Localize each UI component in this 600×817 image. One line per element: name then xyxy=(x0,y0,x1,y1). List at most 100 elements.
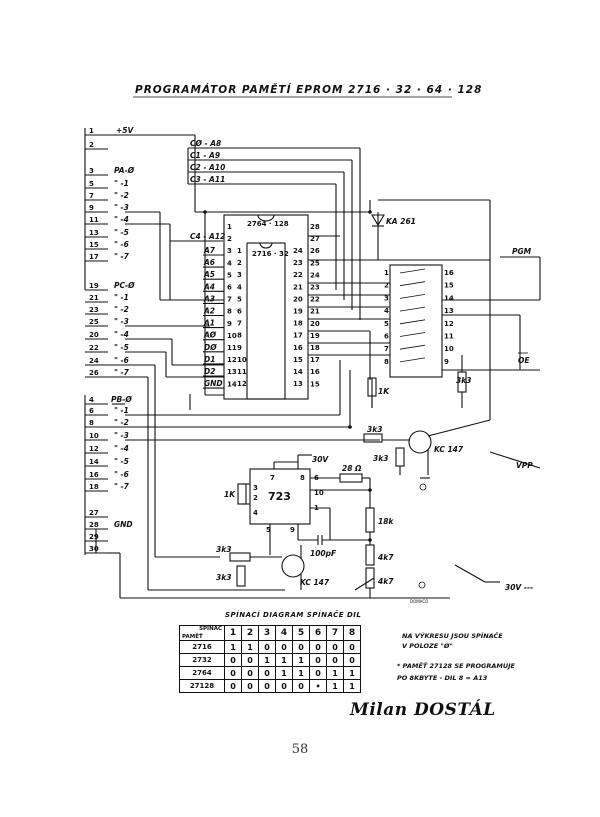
pb-label: " -2 xyxy=(114,418,129,427)
label-5v: +5V xyxy=(116,126,135,135)
switch-pin-left: 7 xyxy=(384,345,389,353)
pc-label: " -4 xyxy=(114,330,129,339)
switch-pin-right: 12 xyxy=(444,320,454,328)
table-cell: 0 xyxy=(343,640,361,654)
col-header: 7 xyxy=(326,625,344,641)
chip-pin-left-outer: 14 xyxy=(227,380,237,388)
pb-pin: 8 xyxy=(89,419,94,427)
pa-pin: 3 xyxy=(89,167,94,175)
resistor-3k3-e: 3k3 xyxy=(216,573,231,582)
chip-pin-right-inner: 16 xyxy=(293,344,303,352)
chip-pin-right-outer: 22 xyxy=(310,296,320,304)
resistor-3k3-switch: 3k3 xyxy=(456,376,471,385)
gnd-pin: 30 xyxy=(89,545,99,553)
capacitor-100pf: 100pF xyxy=(310,549,337,558)
ic723-pin: 3 xyxy=(253,484,258,492)
chip-name-top: 2764 · 128 xyxy=(247,220,289,228)
signature: Milan DOSTÁL xyxy=(350,700,496,720)
chip-pin-left-outer: 3 xyxy=(227,247,232,255)
pc-label: " -6 xyxy=(114,356,129,365)
table-cell: 1 xyxy=(275,653,293,667)
table-cell: 0 xyxy=(224,666,242,680)
pa-label: " -7 xyxy=(114,252,130,261)
chip-pin-right-outer: 18 xyxy=(310,344,320,352)
pa-label: " -1 xyxy=(114,179,129,188)
ic723-label: 723 xyxy=(268,490,291,503)
diode-ka261: KA 261 xyxy=(369,199,491,420)
chip-pin-left-outer: 10 xyxy=(227,332,237,340)
pb-pin: 18 xyxy=(89,483,99,491)
table-cell: 0 xyxy=(275,640,293,654)
chip-signal-label: DØ xyxy=(204,343,217,352)
table-cell: 0 xyxy=(241,653,259,667)
table-cell: 1 xyxy=(326,679,344,693)
row-label: 2732 xyxy=(179,653,225,667)
chip-pin-right-inner: 14 xyxy=(293,368,303,376)
chip-signal-label: A5 xyxy=(203,270,215,279)
chip-pin-left-outer: 1 xyxy=(227,223,232,231)
table-cell: 1 xyxy=(241,640,259,654)
pb-group: 4 PB-Ø 6 " -1 8 " -2 10 " -3 12 " -4 14 … xyxy=(85,395,132,492)
table-cell: 1 xyxy=(292,666,310,680)
chip-signal-label: A1 xyxy=(203,319,215,328)
chip-pin-right-inner: 23 xyxy=(293,259,303,267)
pin-num-2: 2 xyxy=(89,141,94,149)
pa-label: " -4 xyxy=(114,215,129,224)
table-cell: 0 xyxy=(258,640,276,654)
table-corner: SPÍNAČ PAMĚŤ xyxy=(179,625,225,641)
resistor-1k-switch: 1K xyxy=(378,387,390,396)
pb-pin: 10 xyxy=(89,432,99,440)
pc-pin: 19 xyxy=(89,282,99,290)
table-cell: 0 xyxy=(258,679,276,693)
switch-pin-right: 13 xyxy=(444,307,454,315)
pc-pin: 22 xyxy=(89,344,99,352)
table-cell: 0 xyxy=(241,666,259,680)
chip-pin-right-inner: 22 xyxy=(293,271,303,279)
ic723-pin: 8 xyxy=(300,474,305,482)
chip-pin-right-inner: 21 xyxy=(293,283,303,291)
label-30v: 30V xyxy=(312,455,329,464)
pc-label: PC-Ø xyxy=(114,281,135,290)
chip-pin-left-outer: 6 xyxy=(227,284,232,292)
chip-pin-right-outer: 21 xyxy=(310,308,320,316)
ic723-pin: 5 xyxy=(266,526,271,534)
switch-pin-right: 16 xyxy=(444,269,454,277)
table-cell: 0 xyxy=(309,653,327,667)
gnd-group: 27 28 GND 29 30 xyxy=(85,509,133,554)
switch-contact xyxy=(399,268,426,274)
chip-signal-label: A7 xyxy=(203,246,216,255)
table-cell: 0 xyxy=(326,640,344,654)
switch-pin-left: 1 xyxy=(384,269,389,277)
regulator-723: 723 7 8 3 2 4 6 10 1 5 9 30V 1K 28 Ω 18k… xyxy=(216,454,533,604)
table-cell: 1 xyxy=(292,653,310,667)
bus-label-c2: C2 - A10 xyxy=(190,163,225,172)
chip-pin-right-outer: 20 xyxy=(310,320,320,328)
transistor-kc147-bottom xyxy=(281,554,305,578)
resistor-3k3-b: 3k3 xyxy=(367,425,382,434)
pa-pin: 13 xyxy=(89,229,99,237)
transistor-label-2: KC 147 xyxy=(300,578,330,587)
pa-label: " -3 xyxy=(114,203,129,212)
chip-pin-right-outer: 15 xyxy=(310,380,320,388)
chip-signal-label: D1 xyxy=(204,355,215,364)
chip-pin-right-inner: 20 xyxy=(293,295,303,303)
bus-label-c4: C4 - A12 xyxy=(190,232,225,241)
switch-contact xyxy=(399,319,426,325)
gnd-pin: 27 xyxy=(89,509,99,517)
pa-pin: 9 xyxy=(89,204,94,212)
diode-label: KA 261 xyxy=(386,217,416,226)
switch-contact xyxy=(399,306,426,312)
chip-signal-label: A2 xyxy=(203,307,215,316)
chip-signal-label: A6 xyxy=(203,258,215,267)
ic723-pin: 10 xyxy=(314,489,324,497)
pc-pin: 24 xyxy=(89,357,99,365)
chip-pin-right-outer: 26 xyxy=(310,247,320,255)
switch-contact xyxy=(399,357,426,363)
pc-pin: 20 xyxy=(89,331,99,339)
note-line-1: NA VÝKRESU JSOU SPÍNAČE xyxy=(402,632,503,640)
pb-label: " -1 xyxy=(114,406,129,415)
pc-pin: 23 xyxy=(89,306,99,314)
